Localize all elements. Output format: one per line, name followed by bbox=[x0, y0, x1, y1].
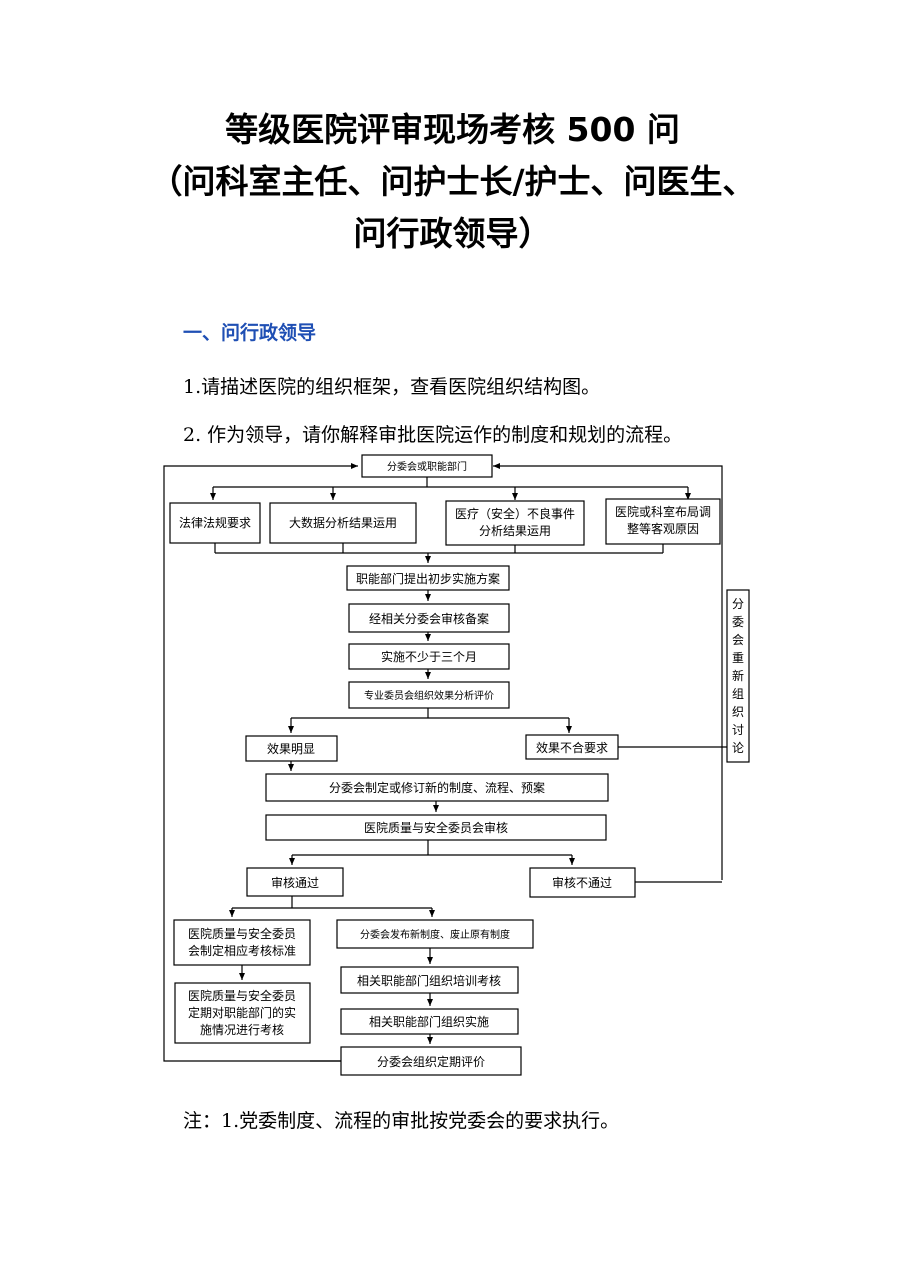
left-assess-text-3: 施情况进行考核 bbox=[200, 1023, 284, 1037]
fail-text: 审核不通过 bbox=[552, 875, 612, 890]
side-char: 重 bbox=[732, 651, 744, 665]
side-char: 讨 bbox=[732, 723, 744, 737]
left-standard-box bbox=[173, 919, 311, 966]
input-bigdata-text: 大数据分析结果运用 bbox=[289, 515, 397, 530]
document-title-line-1: 等级医院评审现场考核 500 问 bbox=[225, 110, 680, 149]
step-review-text: 经相关分委会审核备案 bbox=[369, 611, 489, 626]
side-rediscuss-box bbox=[726, 589, 750, 763]
input-law-box bbox=[169, 502, 261, 544]
side-char: 论 bbox=[732, 741, 744, 755]
side-char: 织 bbox=[732, 705, 744, 719]
side-rediscuss-label: 分 委 会 重 新 组 织 讨 论 bbox=[732, 597, 744, 755]
footnote: 注：1.党委制度、流程的审批按党委会的要求执行。 bbox=[183, 1110, 620, 1132]
left-assess-text-1: 医院质量与安全委员 bbox=[188, 988, 296, 1003]
step-quality-text: 医院质量与安全委员会审核 bbox=[364, 820, 508, 835]
input-adverse-text-2: 分析结果运用 bbox=[479, 524, 551, 538]
input-layout-text-2: 整等客观原因 bbox=[627, 521, 699, 536]
document-title-line-2: （问科室主任、问护士长/护士、问医生、 bbox=[149, 162, 756, 201]
section-heading: 一、问行政领导 bbox=[183, 322, 317, 344]
input-bigdata-box bbox=[269, 502, 417, 544]
question-1: 1.请描述医院的组织框架，查看医院组织结构图。 bbox=[183, 376, 601, 398]
step-make-box bbox=[265, 773, 609, 802]
pass-text: 审核通过 bbox=[271, 875, 319, 890]
implement-box bbox=[340, 1008, 519, 1035]
effect-bad-text: 效果不合要求 bbox=[536, 740, 608, 755]
left-standard-text-2: 会制定相应考核标准 bbox=[188, 943, 296, 958]
input-layout-box bbox=[605, 498, 721, 545]
right-loop-connector bbox=[493, 463, 723, 880]
side-char: 分 bbox=[732, 597, 744, 611]
step-make-text: 分委会制定或修订新的制度、流程、预案 bbox=[329, 780, 545, 795]
flow-top-text: 分委会或职能部门 bbox=[387, 460, 467, 473]
document-title-line-3: 问行政领导） bbox=[353, 214, 552, 253]
step-review-box bbox=[348, 603, 510, 633]
left-assess-text-2: 定期对职能部门的实 bbox=[188, 1005, 296, 1020]
effect-bad-box bbox=[525, 734, 619, 760]
step-period-box bbox=[348, 643, 510, 670]
train-box bbox=[340, 966, 519, 994]
effect-ok-text: 效果明显 bbox=[267, 741, 315, 756]
step-eval-box bbox=[348, 681, 510, 709]
fail-box bbox=[529, 867, 636, 898]
question-2: 2. 作为领导，请你解释审批医院运作的制度和规划的流程。 bbox=[183, 424, 683, 446]
left-loop-connector bbox=[163, 463, 358, 1062]
pass-box bbox=[246, 867, 344, 897]
side-char: 委 bbox=[732, 615, 744, 629]
side-char: 新 bbox=[732, 668, 744, 683]
input-law-text: 法律法规要求 bbox=[179, 515, 251, 530]
publish-box bbox=[336, 919, 534, 949]
input-adverse-text-1: 医疗（安全）不良事件 bbox=[455, 506, 575, 521]
step-eval-text: 专业委员会组织效果分析评价 bbox=[364, 689, 494, 702]
periodic-box bbox=[340, 1046, 522, 1076]
train-text: 相关职能部门组织培训考核 bbox=[357, 973, 501, 988]
step-period-text: 实施不少于三个月 bbox=[381, 649, 477, 664]
left-standard-text-1: 医院质量与安全委员 bbox=[188, 926, 296, 941]
side-char: 组 bbox=[732, 687, 744, 701]
step-plan-box bbox=[346, 565, 510, 591]
step-quality-box bbox=[265, 814, 607, 841]
implement-text: 相关职能部门组织实施 bbox=[369, 1014, 489, 1029]
publish-text: 分委会发布新制度、废止原有制度 bbox=[360, 928, 510, 941]
input-layout-text-1: 医院或科室布局调 bbox=[615, 504, 711, 519]
input-adverse-box bbox=[445, 500, 585, 546]
periodic-text: 分委会组织定期评价 bbox=[377, 1054, 485, 1069]
side-char: 会 bbox=[732, 633, 744, 647]
step-plan-text: 职能部门提出初步实施方案 bbox=[356, 571, 500, 586]
effect-ok-box bbox=[245, 735, 338, 762]
left-assess-box bbox=[174, 982, 311, 1044]
